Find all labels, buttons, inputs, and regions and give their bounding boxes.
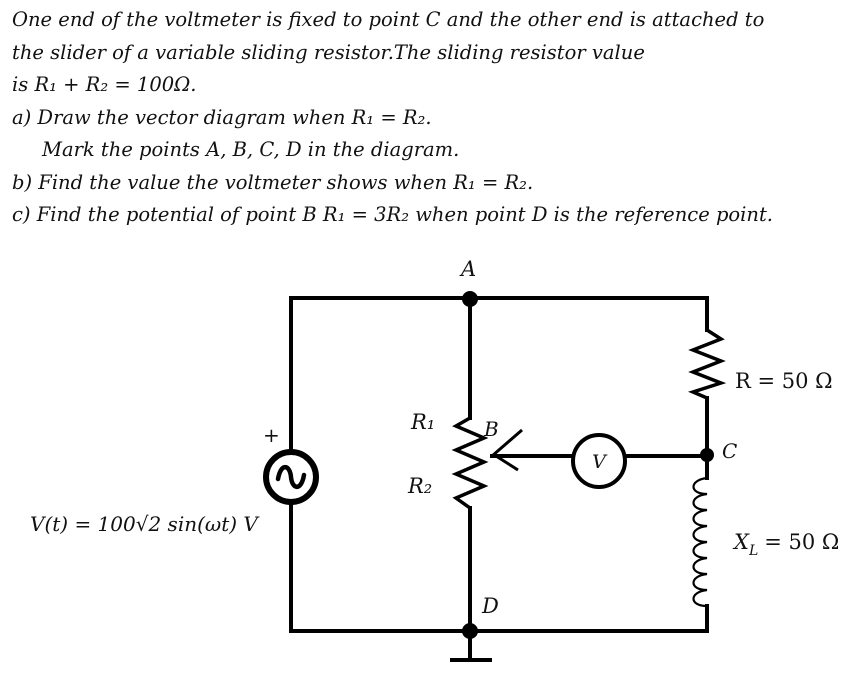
- voltmeter-label: V: [592, 451, 608, 473]
- problem-line-3: is R₁ + R₂ = 100Ω.: [12, 73, 197, 96]
- resistor-value-label: R = 50 Ω: [735, 369, 833, 393]
- r1-label: R₁: [410, 410, 435, 434]
- question-c: c) Find the potential of point B R₁ = 3R…: [12, 203, 773, 226]
- inductor-symbol: X: [732, 530, 750, 554]
- node-a-label: A: [459, 257, 476, 281]
- problem-line-1: One end of the voltmeter is fixed to poi…: [12, 8, 765, 31]
- node-d-label: D: [481, 594, 499, 618]
- problem-line-2: the slider of a variable sliding resisto…: [12, 40, 645, 64]
- sine-wave-icon: [275, 464, 307, 490]
- inductor-value: = 50 Ω: [764, 530, 839, 554]
- question-a-instruction: Mark the points A, B, C, D in the diagra…: [42, 138, 460, 161]
- inductor-subscript: L: [748, 543, 758, 559]
- node-c-label: C: [722, 439, 737, 463]
- problem-statement: One end of the voltmeter is fixed to poi…: [12, 4, 848, 232]
- r2-label: R₂: [407, 474, 432, 498]
- question-b: b) Find the value the voltmeter shows wh…: [12, 170, 534, 194]
- resistor-r-zigzag: [688, 328, 727, 400]
- inductor-coil: [692, 476, 708, 608]
- voltmeter-icon: [571, 433, 627, 489]
- inductor-value-label: XL = 50 Ω: [732, 530, 839, 559]
- node-b-label: B: [483, 417, 499, 441]
- node-c-dot: [700, 448, 714, 462]
- source-equation: V(t) = 100√2 sin(ωt) V: [30, 512, 260, 536]
- node-d-dot: [462, 623, 478, 639]
- plus-sign: +: [263, 423, 280, 447]
- node-a-dot: [462, 291, 478, 307]
- question-a: a) Draw the vector diagram when R₁ = R₂.: [12, 105, 432, 129]
- sliding-resistor-zigzag: [451, 416, 489, 510]
- slider-arrow: [491, 428, 523, 472]
